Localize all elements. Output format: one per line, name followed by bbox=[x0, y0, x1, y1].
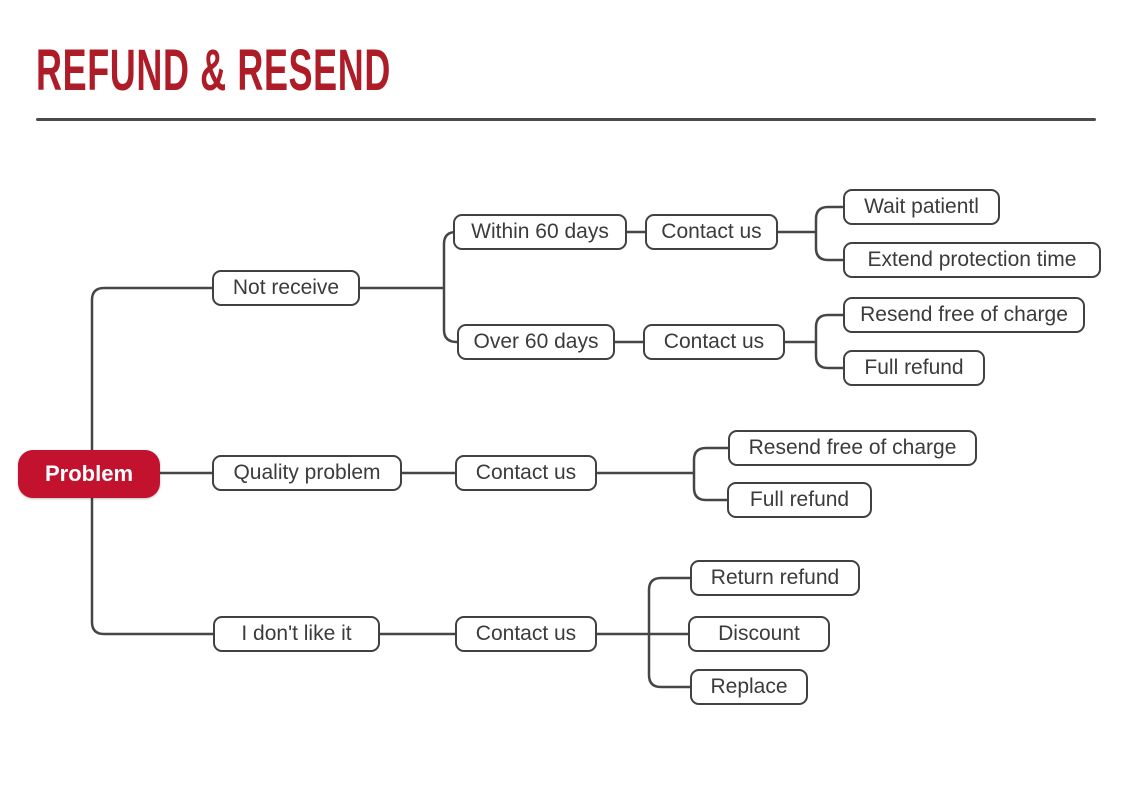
page-title: REFUND & RESEND bbox=[36, 42, 609, 100]
node-wait-patiently: Wait patientl bbox=[843, 189, 1000, 225]
node-return-refund: Return refund bbox=[690, 560, 860, 596]
connector-contact1-bracket bbox=[814, 205, 843, 262]
node-within-60-days: Within 60 days bbox=[453, 214, 627, 250]
node-contact-us-2: Contact us bbox=[643, 324, 785, 360]
node-full-refund-2: Full refund bbox=[727, 482, 872, 518]
connector-contact2-bracket bbox=[814, 313, 843, 370]
node-not-receive: Not receive bbox=[212, 270, 360, 306]
node-problem: Problem bbox=[18, 450, 160, 498]
node-extend-protection-time: Extend protection time bbox=[843, 242, 1101, 278]
node-resend-free-of-charge-1: Resend free of charge bbox=[843, 297, 1085, 333]
title-underline bbox=[36, 118, 1096, 121]
connector-contact3-bracket bbox=[692, 446, 728, 502]
node-quality-problem: Quality problem bbox=[212, 455, 402, 491]
connector-notreceive-bracket bbox=[442, 230, 458, 344]
node-over-60-days: Over 60 days bbox=[457, 324, 615, 360]
connector-contact4-bracket bbox=[647, 576, 690, 689]
node-replace: Replace bbox=[690, 669, 808, 705]
node-discount: Discount bbox=[688, 616, 830, 652]
node-i-dont-like-it: I don't like it bbox=[213, 616, 380, 652]
node-contact-us-1: Contact us bbox=[645, 214, 778, 250]
node-contact-us-4: Contact us bbox=[455, 616, 597, 652]
page-title-text: REFUND & RESEND bbox=[36, 38, 391, 103]
node-contact-us-3: Contact us bbox=[455, 455, 597, 491]
node-resend-free-of-charge-2: Resend free of charge bbox=[728, 430, 977, 466]
node-full-refund-1: Full refund bbox=[843, 350, 985, 386]
